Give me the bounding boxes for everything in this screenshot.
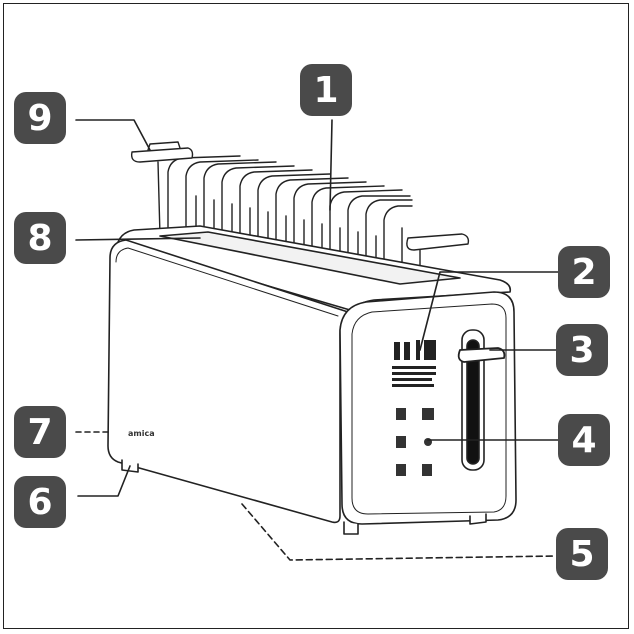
callout-5: 5 — [556, 528, 608, 580]
callout-9: 9 — [14, 92, 66, 144]
leader-lines — [75, 119, 563, 561]
callout-4: 4 — [558, 414, 610, 466]
callout-6: 6 — [14, 476, 66, 528]
diagram-frame — [3, 3, 629, 629]
callout-1: 1 — [300, 64, 352, 116]
callout-8: 8 — [14, 212, 66, 264]
brand-text: amica — [128, 429, 155, 438]
callout-7: 7 — [14, 406, 66, 458]
callout-2: 2 — [558, 246, 610, 298]
callout-3: 3 — [556, 324, 608, 376]
function-buttons — [396, 408, 434, 476]
control-panel — [392, 340, 436, 387]
